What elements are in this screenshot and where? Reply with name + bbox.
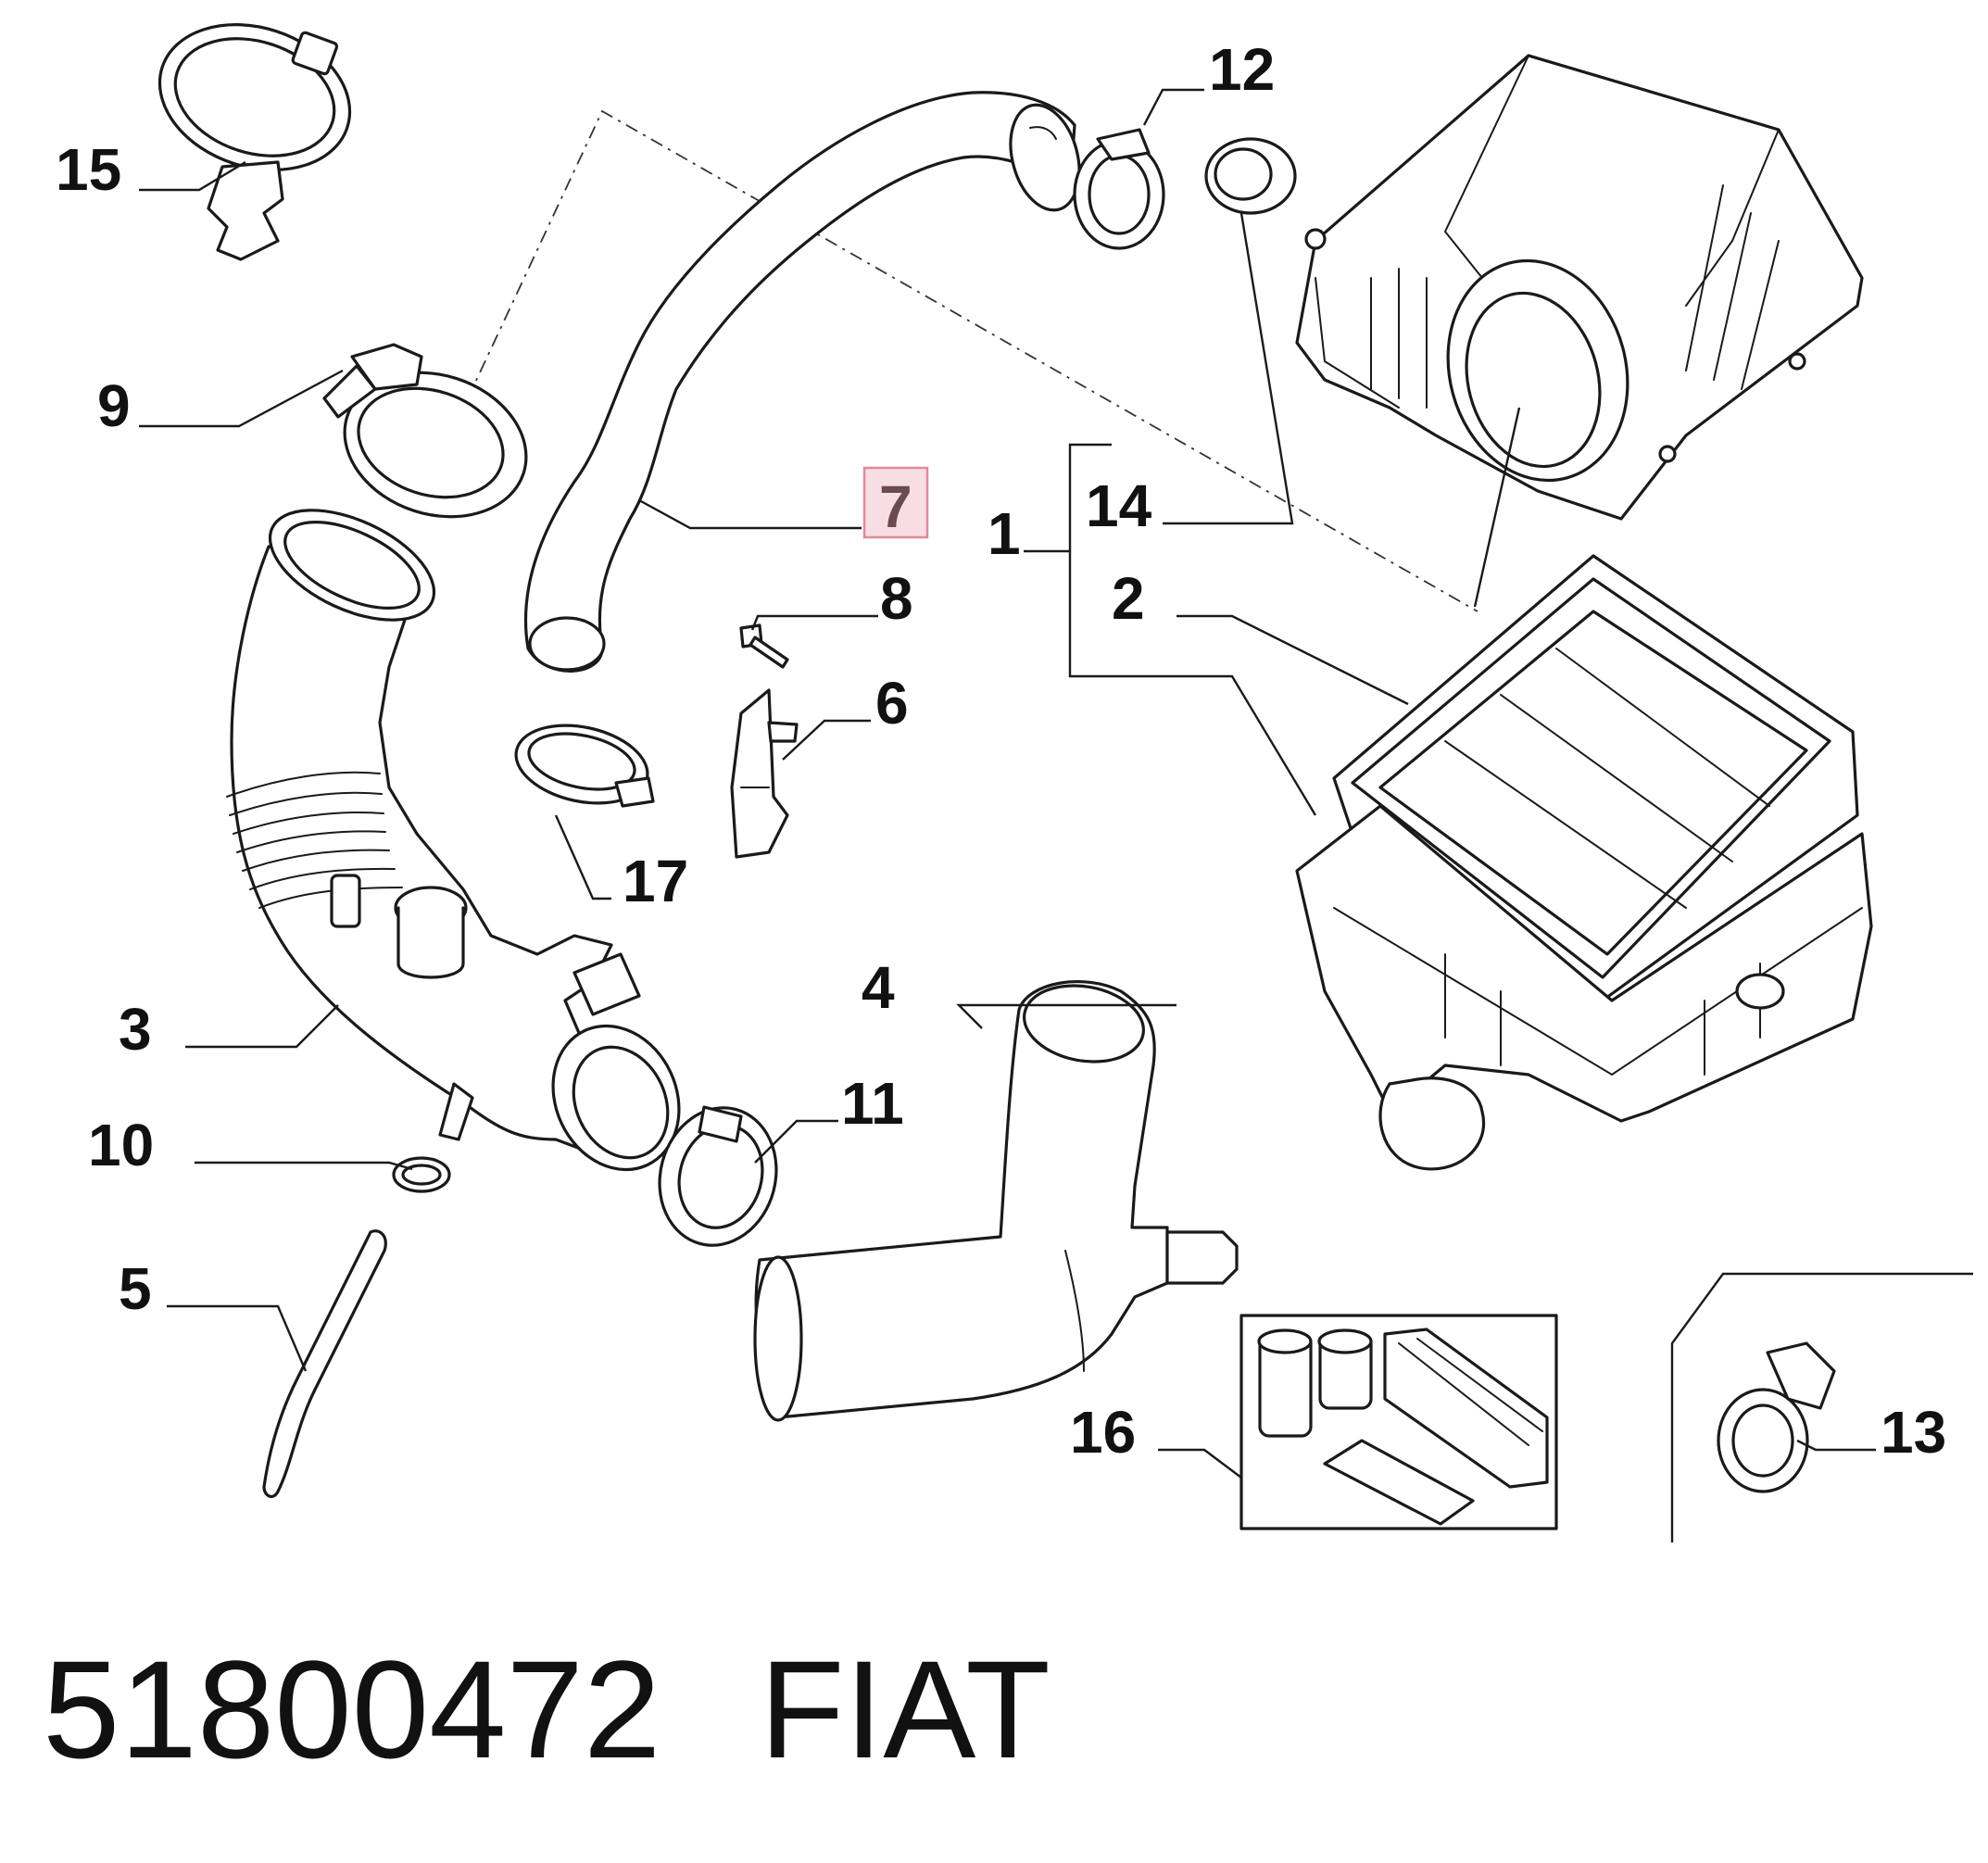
callout-13: 13 xyxy=(1881,1399,1946,1466)
callout-17: 17 xyxy=(623,848,688,914)
leader-lines xyxy=(139,88,1876,1479)
callout-3: 3 xyxy=(119,996,152,1063)
part-1-airbox-cover xyxy=(1295,54,1864,521)
callout-10: 10 xyxy=(88,1112,154,1178)
callout-4: 4 xyxy=(862,954,895,1021)
part-8-bolt xyxy=(739,623,789,669)
callout-11: 11 xyxy=(841,1070,904,1137)
callout-5: 5 xyxy=(119,1255,152,1322)
part-17-clamp xyxy=(514,724,655,808)
part-7-hose xyxy=(523,91,1081,673)
callout-12: 12 xyxy=(1209,36,1275,103)
part-5-small-hose xyxy=(262,1229,387,1499)
part-4-elbow-duct xyxy=(753,980,1239,1422)
callout-6: 6 xyxy=(875,670,909,736)
part-6-bracket xyxy=(730,688,799,859)
part-10-clamp xyxy=(392,1156,451,1193)
callout-7-highlight xyxy=(862,466,929,539)
part-number: 51800472 xyxy=(43,1631,661,1787)
brand-name: FIAT xyxy=(760,1631,1051,1787)
callout-8: 8 xyxy=(880,565,913,632)
part-12-clamp xyxy=(1073,128,1165,250)
callout-16: 16 xyxy=(1070,1399,1136,1466)
callout-2: 2 xyxy=(1112,565,1145,632)
callout-7: 7 xyxy=(879,473,912,540)
part-16-service-kit xyxy=(1239,1314,1558,1530)
part-15-clip xyxy=(157,23,352,261)
callout-9: 9 xyxy=(97,372,131,439)
part-13-detail xyxy=(1670,1272,1973,1542)
part-1-airbox-housing xyxy=(1295,804,1873,1171)
part-9-clamp xyxy=(322,343,528,519)
callout-1: 1 xyxy=(988,500,1021,567)
part-3-intake-duct xyxy=(226,509,681,1172)
assembly-boundary xyxy=(467,109,1478,612)
callout-15: 15 xyxy=(56,136,121,203)
part-14-grommet xyxy=(1204,137,1297,215)
callout-labels: 15 9 3 10 5 4 11 17 8 6 12 14 2 1 16 13 … xyxy=(56,36,1946,1466)
part-11-clamp xyxy=(658,1105,778,1247)
callout-14: 14 xyxy=(1086,472,1152,539)
